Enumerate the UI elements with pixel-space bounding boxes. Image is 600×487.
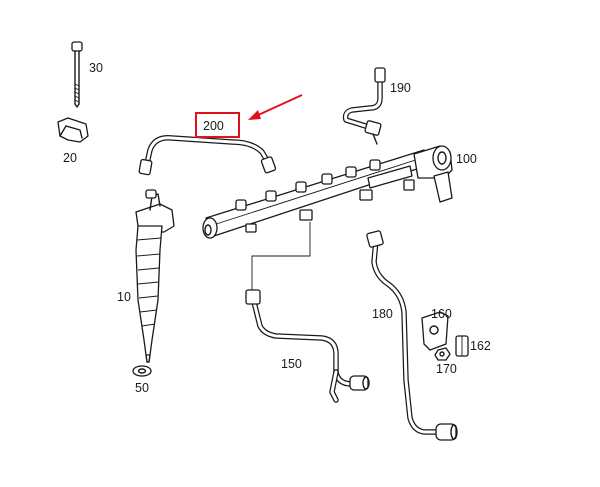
nut-part-170 bbox=[434, 347, 451, 361]
callout-20: 20 bbox=[63, 151, 77, 165]
clamp-part-20 bbox=[57, 117, 89, 143]
callout-150: 150 bbox=[281, 357, 302, 371]
callout-10: 10 bbox=[117, 290, 131, 304]
highlight-annotation bbox=[195, 94, 303, 138]
pipe-part-150 bbox=[245, 222, 370, 403]
callout-180: 180 bbox=[372, 307, 393, 321]
highlight-arrow bbox=[255, 94, 303, 117]
pipe-part-180 bbox=[366, 230, 458, 441]
callout-160: 160 bbox=[431, 307, 452, 321]
callout-162: 162 bbox=[470, 339, 491, 353]
arrow-head-icon bbox=[248, 110, 261, 120]
washer-part-50 bbox=[132, 365, 152, 377]
callout-200: 200 bbox=[203, 119, 224, 133]
callout-100: 100 bbox=[456, 152, 477, 166]
bolt-part-30 bbox=[71, 41, 83, 108]
clip-part-162 bbox=[455, 335, 469, 357]
injector-part-10 bbox=[135, 189, 175, 363]
callout-50: 50 bbox=[135, 381, 149, 395]
callout-30: 30 bbox=[89, 61, 103, 75]
highlight-box bbox=[195, 112, 240, 138]
bracket-part-160 bbox=[421, 311, 449, 351]
pipe-part-190 bbox=[342, 67, 386, 145]
fuel-rail-part-100 bbox=[202, 145, 453, 239]
pipe-part-200 bbox=[138, 135, 277, 176]
callout-190: 190 bbox=[390, 81, 411, 95]
callout-170: 170 bbox=[436, 362, 457, 376]
